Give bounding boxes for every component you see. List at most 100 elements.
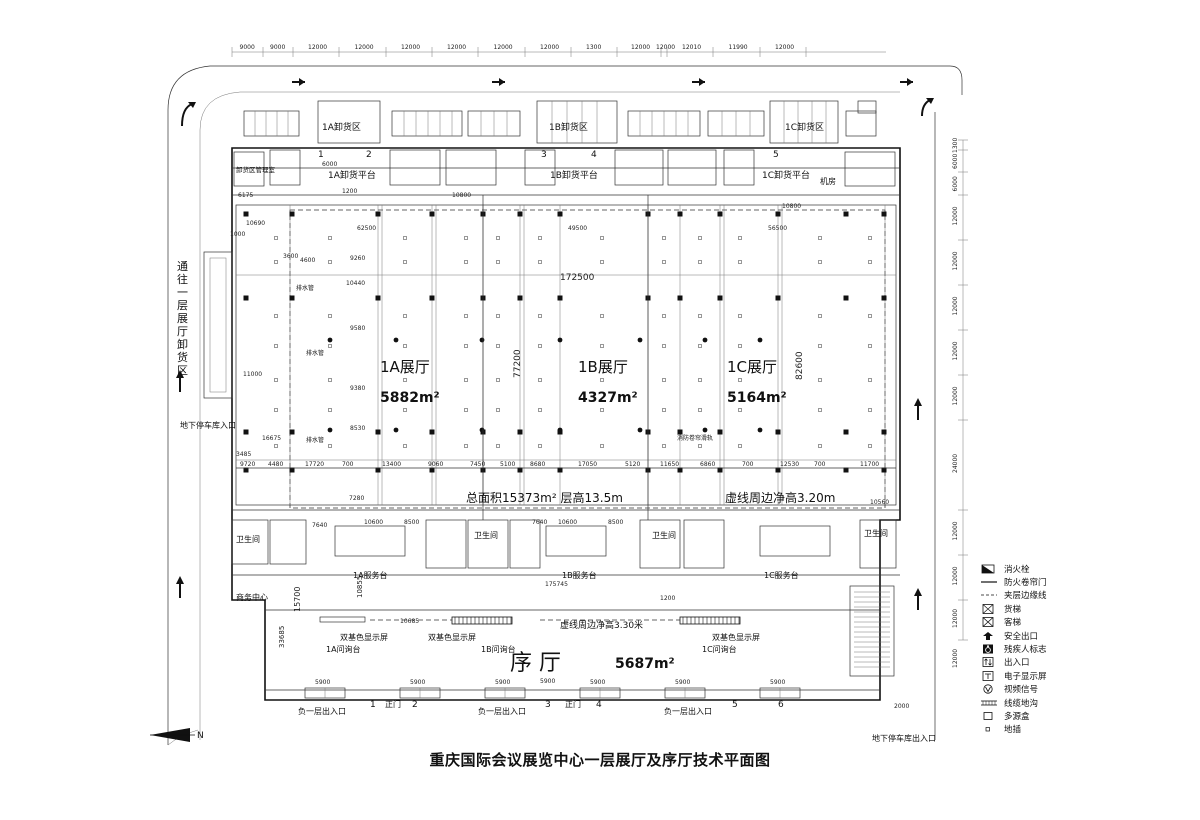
misc-dim-23: 11000 <box>243 371 262 378</box>
gate-number-top-3: 3 <box>541 150 547 160</box>
svg-text:5900: 5900 <box>410 679 425 686</box>
svg-text:层: 层 <box>177 299 188 312</box>
top-dim-11: 12010 <box>682 44 701 51</box>
fire-rail: 消防卷帘滑轨 <box>677 434 713 442</box>
service-desk-1c: 1C服务台 <box>764 570 799 580</box>
svg-text:一: 一 <box>177 286 188 299</box>
right-dim-7: 12000 <box>952 386 959 405</box>
top-dim-5: 12000 <box>447 44 466 51</box>
mezzanine-edge-line-icon <box>980 590 998 600</box>
gate-number-top-5: 5 <box>773 150 779 160</box>
misc-dim-8: 8500 <box>404 519 419 526</box>
fire-hydrant-icon <box>980 564 998 574</box>
passenger-elevator-icon <box>980 617 998 628</box>
business-center: 商务中心 <box>236 592 268 602</box>
cable-trench-icon <box>980 698 998 708</box>
top-dim-4: 12000 <box>401 44 420 51</box>
exit-b1-2: 负一层出入口 <box>478 706 526 716</box>
hall-bottom-dim-8: 8680 <box>530 461 545 468</box>
right-dim-11: 12000 <box>952 609 959 628</box>
hall-bottom-dim-2: 17720 <box>305 461 324 468</box>
right-ramp <box>849 585 895 677</box>
top-dim-3: 12000 <box>355 44 374 51</box>
accessible-sign-icon <box>980 644 998 654</box>
right-dim-3: 12000 <box>952 206 959 225</box>
hall-1c-area: 5164m² <box>727 390 787 406</box>
legend-row: 残疾人标志 <box>980 642 1100 655</box>
parking-entrance-left: 地下停车库入口 <box>180 420 236 430</box>
hall-bottom-dim-15: 700 <box>814 461 826 468</box>
misc-dim-20: 9580 <box>350 325 365 332</box>
hall-1a-name: 1A展厅 <box>380 358 430 376</box>
hall-1b-area: 4327m² <box>578 390 638 406</box>
hall-bottom-dim-16: 11700 <box>860 461 879 468</box>
restroom-4: 卫生间 <box>864 528 888 538</box>
misc-dim-14: 1200 <box>660 595 675 602</box>
drain-pipe-3: 排水管 <box>296 284 314 292</box>
misc-dim-19: 10440 <box>346 280 365 287</box>
site-boundary <box>167 65 963 745</box>
drain-pipe-2: 排水管 <box>306 436 324 444</box>
misc-dim-24: 7280 <box>349 495 364 502</box>
hall-boundary <box>235 204 897 506</box>
misc-dim-3: 10800 <box>782 203 801 210</box>
service-blocks <box>231 519 897 569</box>
svg-text:5900: 5900 <box>675 679 690 686</box>
misc-dim-12: 5900 <box>540 678 555 685</box>
overall-height-2: 82600 <box>795 351 805 380</box>
platform-1b: 1B卸货平台 <box>550 169 598 181</box>
right-dim-0: 1300 <box>952 138 959 153</box>
enquiry-desk-1b: 1B问询台 <box>481 644 516 654</box>
legend-label: 货梯 <box>1004 604 1022 615</box>
right-dim-5: 12000 <box>952 296 959 315</box>
legend-label: 线缆地沟 <box>1004 698 1039 709</box>
misc-dim-27: 3600 <box>283 253 298 260</box>
restroom-3: 卫生间 <box>652 530 676 540</box>
top-dim-13: 12000 <box>775 44 794 51</box>
unloading-1c: 1C卸货区 <box>785 121 824 133</box>
floor-socket-icon <box>980 724 998 734</box>
drawing-title: 重庆国际会议展览中心一层展厅及序厅技术平面图 <box>429 751 771 769</box>
gate-number-top-4: 4 <box>591 150 597 160</box>
gate-number-top-2: 2 <box>366 150 372 160</box>
misc-dim-28: 4600 <box>300 257 315 264</box>
misc-dim-7: 10600 <box>364 519 383 526</box>
hall-bottom-dim-13: 700 <box>742 461 754 468</box>
top-dim-10: 12000 <box>656 44 675 51</box>
hall-b-width: 49500 <box>568 225 587 232</box>
overall-height-1: 77200 <box>513 349 523 378</box>
safety-exit-icon <box>980 631 998 641</box>
freight-elevator-icon <box>980 603 998 614</box>
video-signal-icon <box>980 684 998 694</box>
overall-width: 172500 <box>560 273 595 283</box>
foyer-height-2: 10855 <box>356 576 364 598</box>
parking-entrance-right: 地下停车库出入口 <box>872 733 936 743</box>
foyer-name: 序 厅 <box>510 651 561 676</box>
legend-label: 客梯 <box>1004 618 1022 629</box>
hall-perimeter-height: 虚线周边净高3.20m <box>725 490 835 505</box>
service-desk-1a: 1A服务台 <box>353 570 388 580</box>
hall-bottom-dim-10: 5120 <box>625 461 640 468</box>
legend-row: 防火卷帘门 <box>980 575 1100 588</box>
legend-row: 视频信号 <box>980 683 1100 696</box>
svg-text:5900: 5900 <box>590 679 605 686</box>
top-dim-12: 11990 <box>729 44 748 51</box>
hall-bottom-dim-4: 13400 <box>382 461 401 468</box>
right-dim-6: 12000 <box>952 341 959 360</box>
total-area-label: 总面积15373m² 层高13.5m <box>466 490 623 505</box>
legend-row: 消火栓 <box>980 562 1100 575</box>
legend-label: 安全出口 <box>1004 631 1039 642</box>
hall-a-width: 62500 <box>357 225 376 232</box>
right-dim-8: 24000 <box>952 454 959 473</box>
unloading-1b: 1B卸货区 <box>549 121 588 133</box>
legend: 消火栓防火卷帘门夹层边缘线货梯客梯安全出口残疾人标志出入口电子显示屏视频信号线缆… <box>980 562 1100 736</box>
right-dim-2: 6000 <box>952 176 959 191</box>
fire-shutter-line-icon <box>980 577 998 587</box>
misc-dim-1: 1200 <box>342 188 357 195</box>
misc-dim-5: 3485 <box>236 451 251 458</box>
legend-label: 夹层边缘线 <box>1004 591 1047 602</box>
misc-dim-25: 9260 <box>350 255 365 262</box>
main-door-2: 正门 <box>565 699 581 709</box>
